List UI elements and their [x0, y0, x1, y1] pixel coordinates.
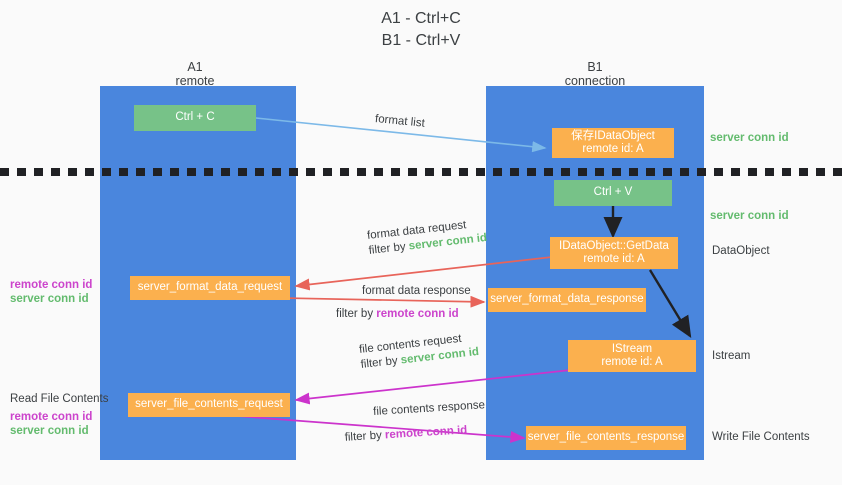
filter-prefix: filter by: [344, 429, 386, 444]
box-server-format-data-response-label: server_format_data_response: [490, 293, 644, 306]
column-a1-sub: remote: [175, 74, 215, 88]
title-line-2: B1 - Ctrl+V: [381, 32, 461, 49]
filter-prefix: filter by: [368, 240, 410, 257]
box-server-file-contents-response-label: server_file_contents_response: [527, 431, 685, 444]
label-file-contents-response: file contents response filter by remote …: [344, 398, 487, 444]
box-ctrl-c[interactable]: Ctrl + C: [134, 105, 256, 131]
box-istream-line1: IStream: [611, 342, 653, 355]
divider-dashed-line: [0, 168, 842, 176]
box-save-idataobject-line2: remote id: A: [582, 143, 644, 155]
label-format-list: format list: [374, 112, 425, 132]
box-server-format-data-request[interactable]: server_format_data_request: [130, 276, 290, 300]
left-label-remote-conn-id-1: remote conn id: [10, 279, 93, 291]
box-getdata-line2: remote id: A: [583, 253, 645, 265]
box-save-idataobject-line1: 保存IDataObject: [571, 129, 655, 142]
left-label-server-conn-id-2: server conn id: [10, 425, 89, 437]
label-format-data-response: format data response filter by remote co…: [336, 284, 471, 322]
box-ctrl-v-label: Ctrl + V: [593, 186, 633, 199]
column-b1-name: B1: [587, 60, 603, 74]
filter-prefix: filter by: [360, 354, 402, 371]
left-label-server-conn-id-1: server conn id: [10, 293, 89, 305]
label-format-data-request: format data request filter by server con…: [366, 216, 487, 259]
left-label-remote-conn-id-2: remote conn id: [10, 411, 93, 423]
box-server-file-contents-request[interactable]: server_file_contents_request: [128, 393, 290, 417]
page-title: A1 - Ctrl+C B1 - Ctrl+V: [0, 8, 842, 52]
column-header-a1: A1 remote: [130, 60, 260, 88]
box-server-format-data-request-label: server_format_data_request: [137, 281, 283, 294]
box-getdata-line1: IDataObject::GetData: [559, 239, 669, 252]
right-label-dataobject: DataObject: [712, 245, 770, 257]
label-format-list-text: format list: [374, 113, 426, 130]
left-label-read-file-contents: Read File Contents: [10, 393, 109, 405]
box-save-idataobject[interactable]: 保存IDataObject remote id: A: [552, 128, 674, 158]
column-b1-sub: connection: [564, 74, 626, 88]
column-header-b1: B1 connection: [530, 60, 660, 88]
right-label-write-file-contents: Write File Contents: [712, 431, 810, 443]
box-ctrl-c-label: Ctrl + C: [175, 111, 215, 124]
filter-prefix: filter by: [336, 308, 377, 320]
label-file-contents-response-line1: file contents response: [372, 399, 486, 419]
right-label-server-conn-id-top: server conn id: [710, 132, 789, 144]
filter-key-remote-conn-id: remote conn id: [376, 308, 459, 320]
box-istream-line2: remote id: A: [601, 356, 663, 368]
column-a1-name: A1: [187, 60, 203, 74]
title-line-1: A1 - Ctrl+C: [381, 10, 461, 27]
right-label-istream: Istream: [712, 350, 751, 362]
right-label-server-conn-id-mid: server conn id: [710, 210, 789, 222]
box-idataobject-getdata[interactable]: IDataObject::GetData remote id: A: [550, 237, 678, 269]
box-server-file-contents-response[interactable]: server_file_contents_response: [526, 426, 686, 450]
box-server-file-contents-request-label: server_file_contents_request: [135, 398, 283, 411]
box-server-format-data-response[interactable]: server_format_data_response: [488, 288, 646, 312]
label-format-data-response-line1: format data response: [362, 285, 471, 297]
box-ctrl-v[interactable]: Ctrl + V: [554, 180, 672, 206]
label-file-contents-request: file contents request filter by server c…: [358, 330, 479, 373]
filter-key-remote-conn-id: remote conn id: [384, 424, 468, 442]
label-format-data-response-filter: filter by remote conn id: [336, 307, 471, 322]
label-file-contents-response-filter: filter by remote conn id: [344, 422, 487, 446]
box-istream[interactable]: IStream remote id: A: [568, 340, 696, 372]
